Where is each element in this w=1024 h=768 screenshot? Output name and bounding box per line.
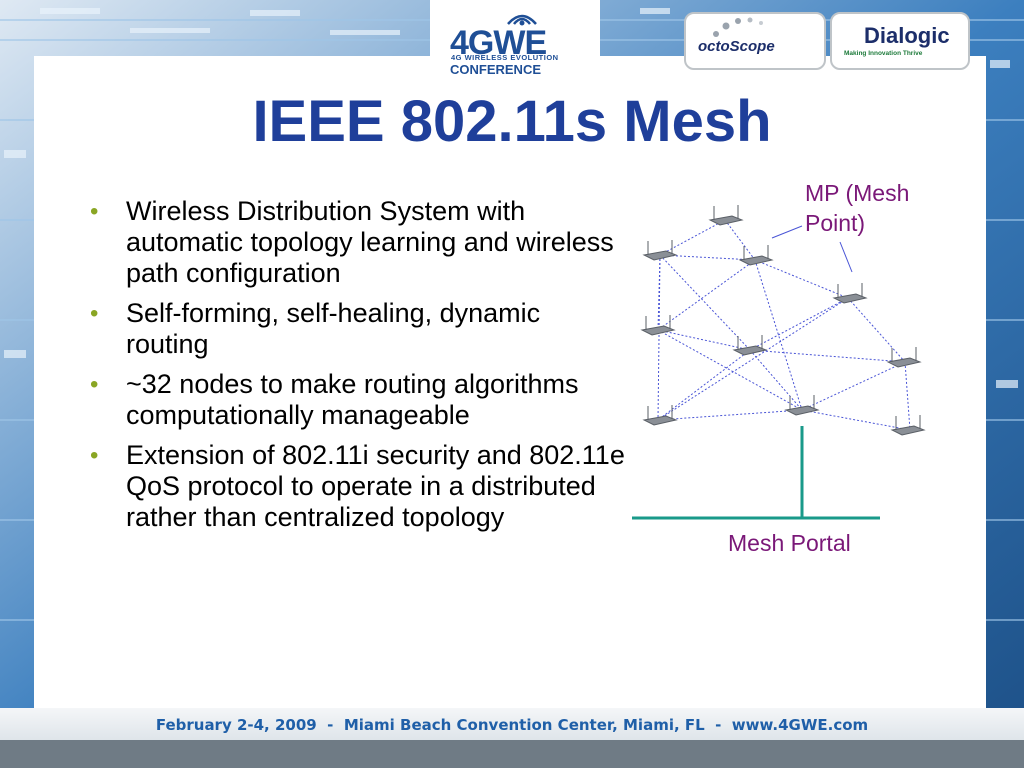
mesh-point-icon (642, 240, 678, 261)
octoscope-text: octoScope (698, 38, 775, 55)
mesh-point-icon (886, 347, 922, 368)
conference-logo-bottom: CONFERENCE (450, 62, 542, 77)
mesh-point-icon (708, 205, 744, 226)
mesh-point-icon (640, 315, 676, 336)
dialogic-tagline: Making Innovation Thrive (844, 50, 923, 57)
slide-title: IEEE 802.11s Mesh (252, 89, 772, 154)
bullet-item: • ~32 nodes to make routing algorithms co… (90, 369, 630, 431)
bullet-item: • Extension of 802.11i security and 802.1… (90, 440, 630, 533)
bullet-text: ~32 nodes to make routing algorithms com… (126, 369, 579, 430)
conference-logo-main: 4GWE (450, 24, 547, 62)
mesh-point-icon (642, 405, 678, 426)
footer-text: February 2-4, 2009 - Miami Beach Convent… (155, 716, 869, 734)
bullet-icon: • (90, 300, 99, 327)
mesh-network-diagram (632, 205, 926, 520)
bullet-icon: • (90, 442, 99, 469)
mp-pointer-line (839, 241, 853, 273)
mesh-portal-label: Mesh Portal (728, 530, 851, 556)
bullet-text: Self-forming, self-healing, dynamic rout… (126, 298, 541, 359)
mp-label: MP (Mesh Point) (805, 180, 910, 236)
mesh-point-icon (738, 245, 774, 266)
bullet-item: • Wireless Distribution System with autom… (90, 196, 630, 289)
wifi-signal-icon (507, 14, 537, 26)
conference-logo-tab (430, 0, 600, 86)
bullet-icon: • (90, 371, 99, 398)
dialogic-logo: Dialogic Making Innovation Thrive (830, 12, 970, 70)
bottom-bar (0, 740, 1024, 768)
mesh-links (657, 219, 911, 431)
octoscope-logo: octoScope (684, 12, 826, 70)
mp-pointer-line (771, 225, 803, 239)
slide-panel (34, 56, 986, 708)
dialogic-text: Dialogic (864, 23, 950, 48)
mesh-point-icon (732, 335, 768, 356)
mesh-point-icon (784, 395, 820, 416)
mesh-point-icon (890, 415, 926, 436)
bullet-item: • Self-forming, self-healing, dynamic rou… (90, 298, 630, 360)
bullet-icon: • (90, 198, 99, 225)
mesh-point-icon (832, 283, 868, 304)
conference-logo-sub: 4G WIRELESS EVOLUTION (451, 53, 559, 62)
bullet-text: Wireless Distribution System with automa… (126, 196, 614, 288)
bullet-list: • Wireless Distribution System with autom… (90, 196, 630, 542)
footer-strip (0, 708, 1024, 740)
octoscope-dots-icon (713, 17, 763, 37)
bullet-text: Extension of 802.11i security and 802.11… (126, 440, 625, 532)
